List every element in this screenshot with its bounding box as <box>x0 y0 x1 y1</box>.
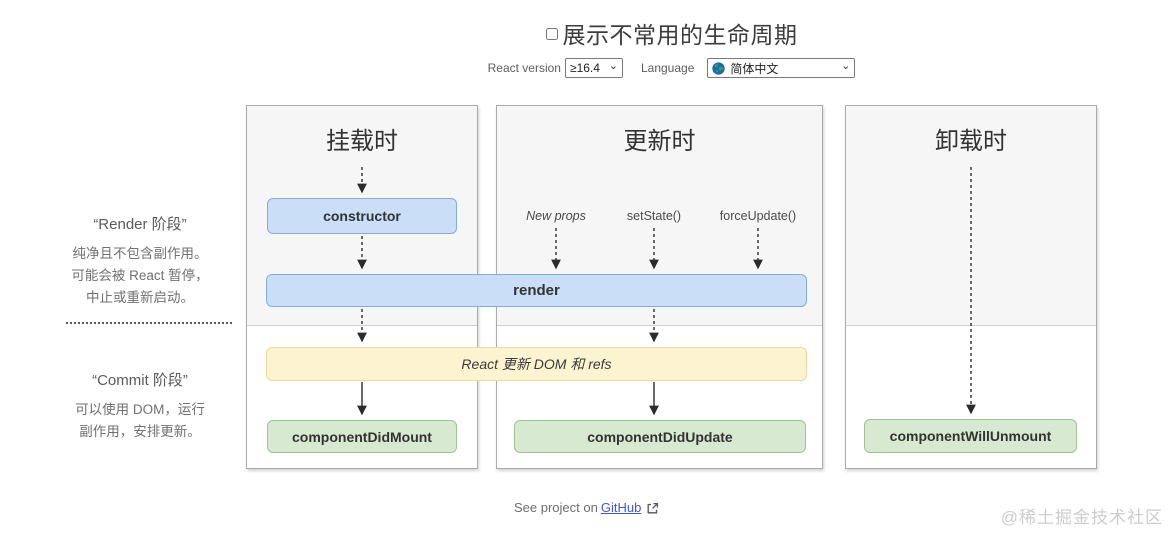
updating-column-title: 更新时 <box>623 128 696 155</box>
show-less-common-toggle[interactable]: 展示不常用的生命周期 <box>545 16 798 50</box>
watermark: @稀土掘金技术社区 <box>1000 508 1163 527</box>
github-link[interactable]: GitHub <box>600 500 642 515</box>
title-row: 展示不常用的生命周期 <box>246 16 1097 50</box>
setstate-label: setState() <box>626 209 682 223</box>
new-props-label: New props <box>526 209 586 223</box>
chevron-down-icon: ⌄ <box>608 60 618 72</box>
footer-text: See project on <box>514 500 598 515</box>
language-value: 简体中文 <box>730 61 779 76</box>
commit-phase-title: “Commit 阶段” <box>92 372 188 389</box>
render-phase-description: “Render 阶段” 纯净且不包含副作用。 可能会被 React 暂停， 中止… <box>40 213 240 309</box>
chevron-down-icon: ⌄ <box>841 60 851 72</box>
render-phase-title: “Render 阶段” <box>93 216 187 233</box>
component-did-update-box[interactable]: componentDidUpdate <box>514 420 806 453</box>
unmounting-column-panel: 卸载时 <box>845 105 1097 469</box>
external-link-icon <box>647 502 659 514</box>
react-updates-dom-box: React 更新 DOM 和 refs <box>266 347 807 381</box>
component-did-mount-box[interactable]: componentDidMount <box>267 420 457 453</box>
render-phase-line: 可能会被 React 暂停， <box>71 268 209 283</box>
render-phase-line: 中止或重新启动。 <box>86 290 194 305</box>
page-title: 展示不常用的生命周期 <box>562 22 798 48</box>
commit-phase-line: 可以使用 DOM，运行 <box>75 402 205 417</box>
unmounting-render-phase-area: 卸载时 <box>846 106 1096 326</box>
render-box[interactable]: render <box>266 274 807 307</box>
footer: See project on GitHub <box>514 500 659 515</box>
forceupdate-label: forceUpdate() <box>719 209 797 223</box>
constructor-box[interactable]: constructor <box>267 198 457 234</box>
react-version-select[interactable]: ≥16.4 ⌄ <box>564 58 623 78</box>
react-version-label: React version <box>487 61 561 75</box>
commit-phase-description: “Commit 阶段” 可以使用 DOM，运行 副作用，安排更新。 <box>40 369 240 443</box>
mounting-column-title: 挂载时 <box>326 128 398 155</box>
language-label: Language <box>640 61 695 75</box>
render-phase-line: 纯净且不包含副作用。 <box>72 246 208 261</box>
globe-icon <box>712 61 726 75</box>
language-select[interactable]: 简体中文 ⌄ <box>707 58 856 78</box>
commit-phase-line: 副作用，安排更新。 <box>79 424 201 439</box>
component-will-unmount-box[interactable]: componentWillUnmount <box>864 419 1077 453</box>
phase-divider-dotted-line <box>66 322 232 324</box>
show-less-common-checkbox[interactable] <box>545 28 558 40</box>
controls-row: React version ≥16.4 ⌄ Language 简体中文 ⌄ <box>246 57 1097 79</box>
unmounting-column-title: 卸载时 <box>935 128 1007 155</box>
react-version-value: ≥16.4 <box>569 61 600 75</box>
